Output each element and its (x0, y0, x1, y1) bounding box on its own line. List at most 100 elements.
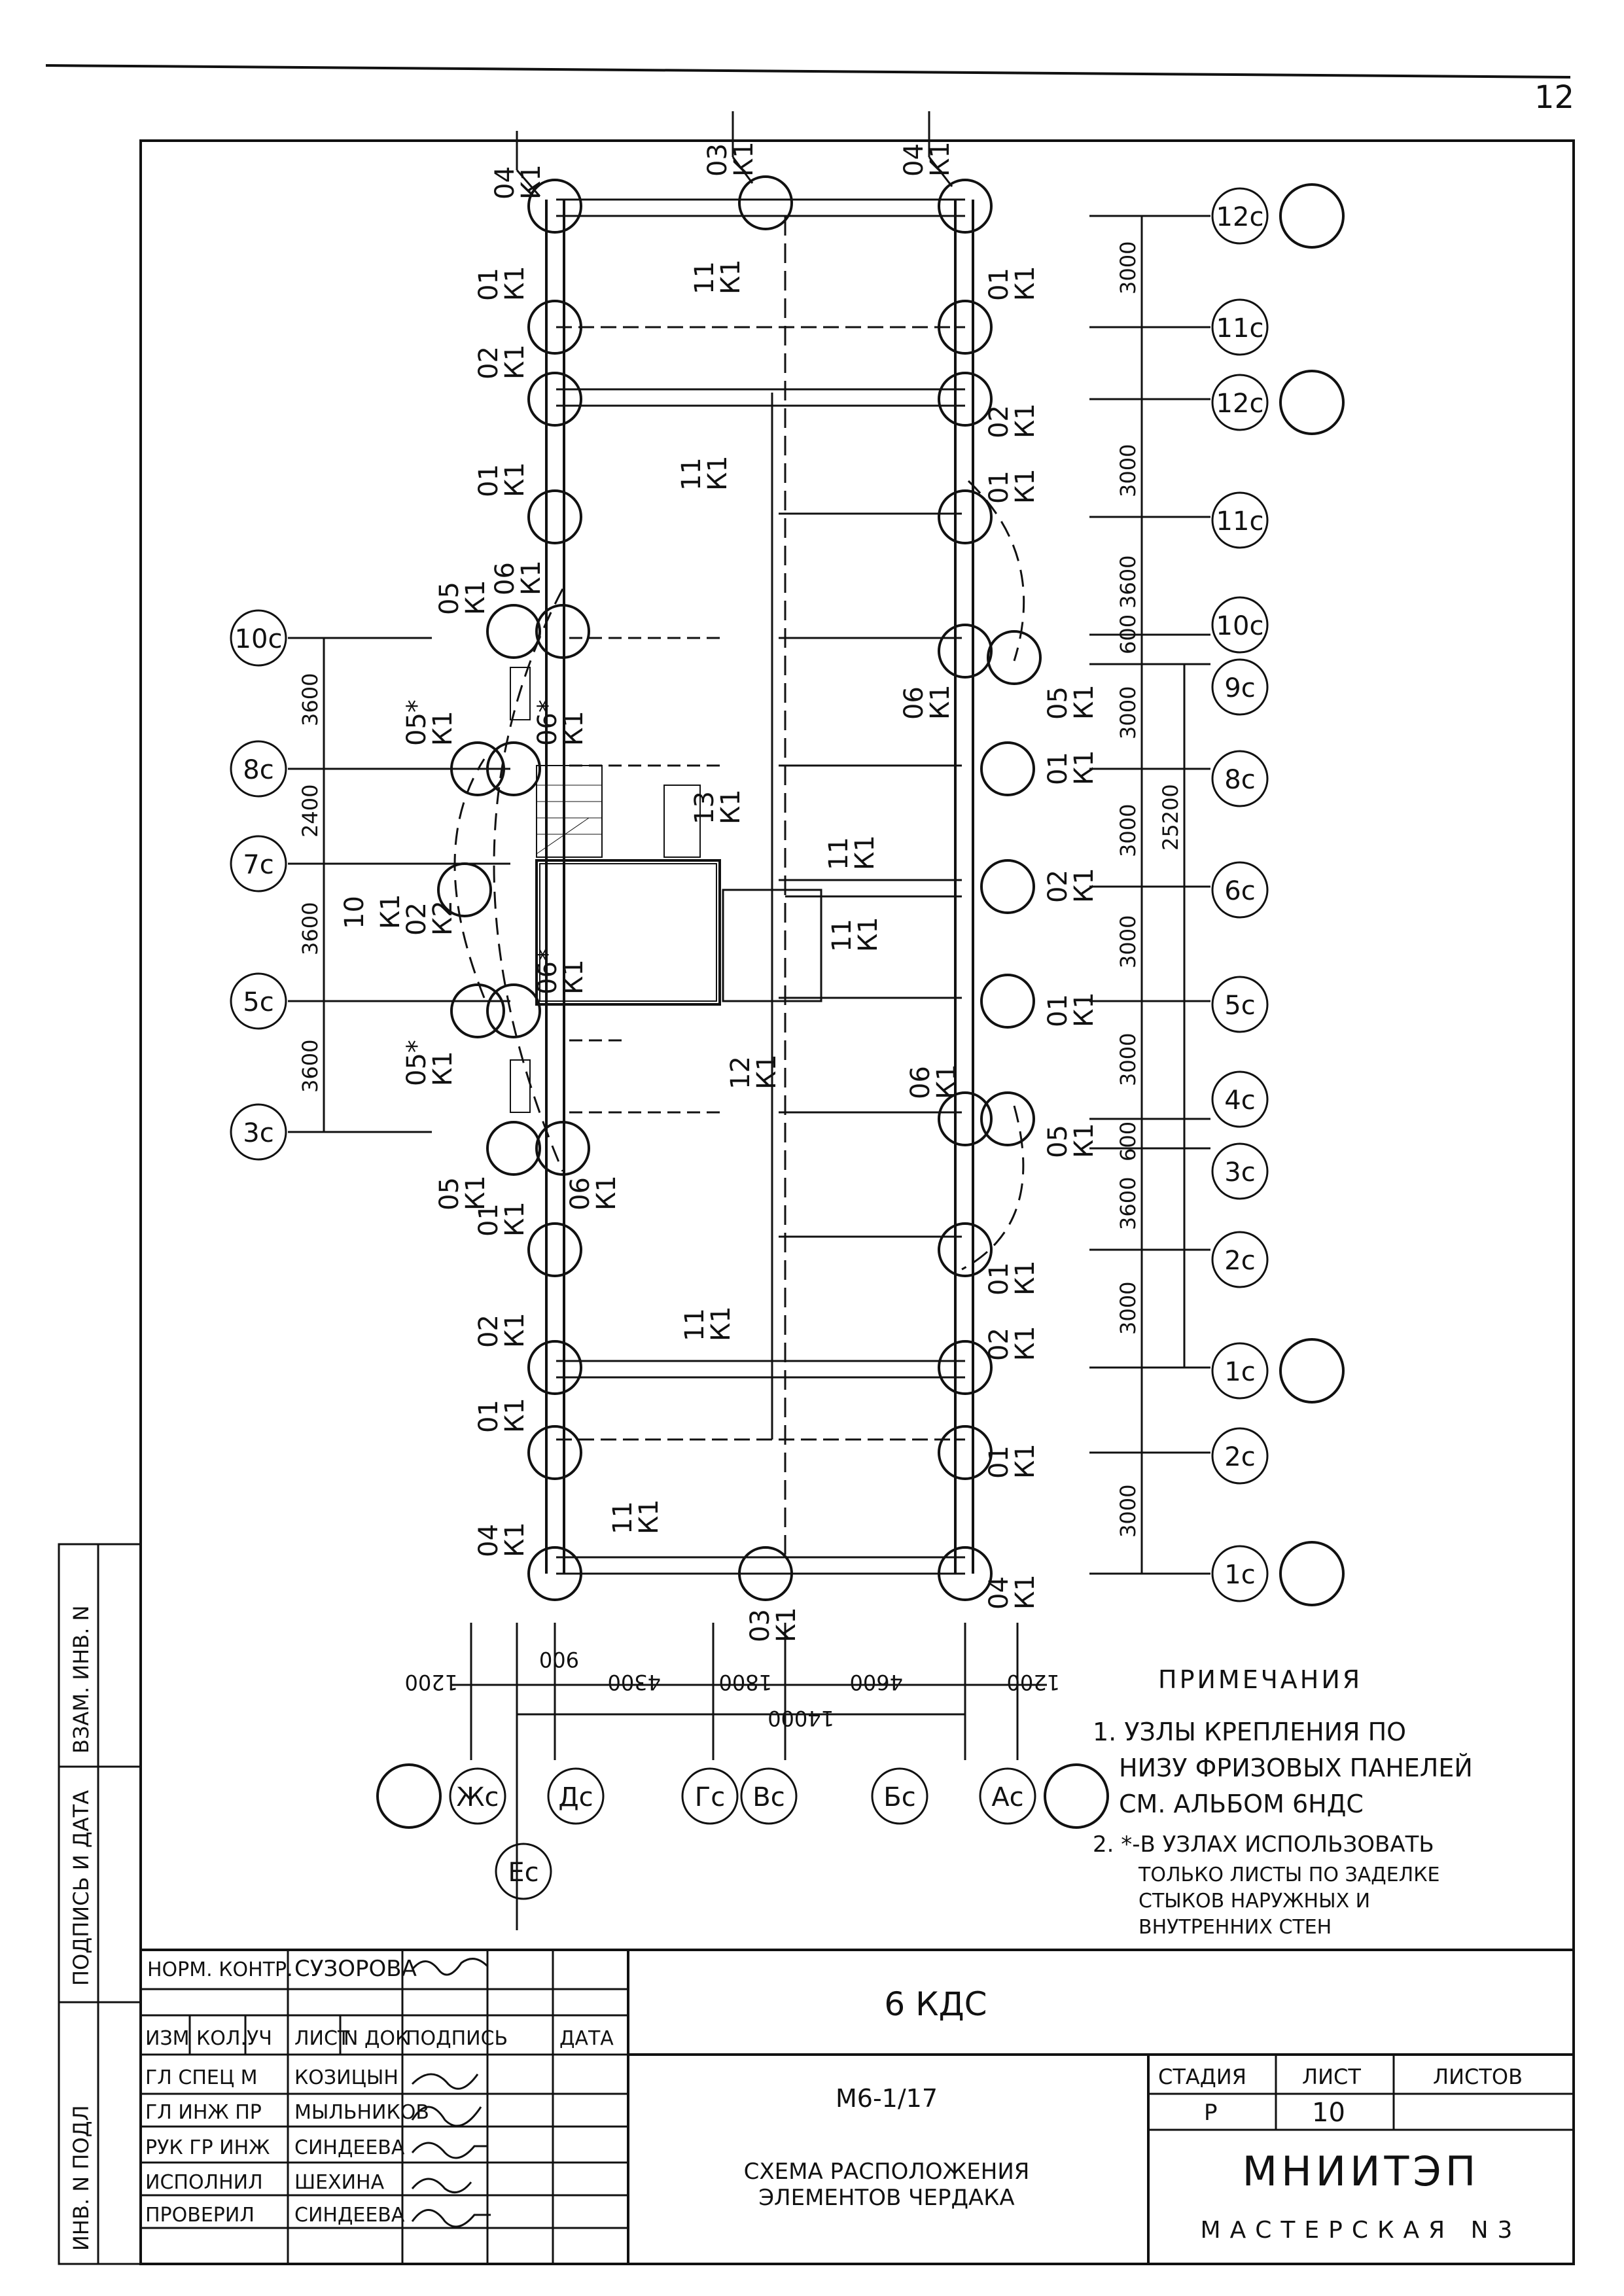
tag-k1-r: К1 (716, 789, 746, 824)
svg-text:9с: 9с (1224, 673, 1255, 703)
col-data: ДАТА (559, 2027, 614, 2050)
note-line-5: ТОЛЬКО ЛИСТЫ ПО ЗАДЕЛКЕ (1138, 1863, 1439, 1886)
tag-01-e: 01 (1043, 752, 1073, 785)
tag-01-f: 01 (1043, 994, 1073, 1027)
tag-06s-b: 06* (533, 948, 563, 995)
svg-text:600: 600 (1116, 1122, 1140, 1161)
project-name: 6 КДС (884, 1985, 987, 2023)
norm-kontr-name: СУЗОРОВА (294, 1956, 417, 1982)
svg-text:25200: 25200 (1158, 784, 1183, 851)
svg-text:2с: 2с (1224, 1442, 1255, 1472)
norm-kontr-label: НОРМ. КОНТР. (147, 1958, 293, 1981)
axis-bubble: 6с (1211, 861, 1269, 919)
tag-01-i: 01 (474, 1400, 504, 1433)
tag-05-a: 05 (434, 582, 465, 615)
tag-k1-m: К1 (516, 560, 546, 595)
tag-k1-w: К1 (853, 917, 883, 952)
tag-06-d: 06 (565, 1177, 595, 1210)
tag-k1-i: К1 (703, 455, 733, 491)
node-tags (516, 111, 953, 197)
svg-text:1с: 1с (1224, 1560, 1255, 1590)
tag-k1-ae: К1 (591, 1175, 622, 1210)
svg-text:Жс: Жс (456, 1782, 499, 1812)
note-line-2: НИЗУ ФРИЗОВЫХ ПАНЕЛЕЙ (1119, 1754, 1473, 1782)
tag-k1-e: К1 (716, 259, 746, 294)
axis-bubble: 8с (1211, 750, 1269, 807)
tag-k1-j: К1 (500, 462, 530, 497)
svg-text:7с: 7с (243, 850, 274, 880)
tag-01-g: 01 (474, 1203, 504, 1237)
svg-text:3600: 3600 (1116, 1177, 1140, 1230)
tag-k1-ad: К1 (461, 1175, 491, 1210)
tag-13: 13 (690, 791, 720, 824)
axis-bubble: Ес (495, 1843, 552, 1900)
tag-k1-k: К1 (1010, 468, 1040, 504)
notes: ПРИМЕЧАНИЯ 1. УЗЛЫ КРЕПЛЕНИЯ ПО НИЗУ ФРИ… (1093, 1665, 1473, 1939)
tag-06-a: 06 (490, 562, 520, 595)
tag-k1-n: К1 (428, 711, 458, 746)
svg-text:900: 900 (539, 1647, 579, 1672)
node-circles (437, 175, 1042, 1601)
svg-text:3600: 3600 (298, 1040, 323, 1093)
tag-k1-a: К1 (516, 164, 546, 200)
tag-k1-aa: К1 (752, 1054, 782, 1089)
axis-bubble: 11с (1211, 298, 1269, 356)
svg-text:11с: 11с (1216, 313, 1264, 344)
role-2: ГЛ ИНЖ ПР (145, 2101, 262, 2124)
tag-06-c: 06 (906, 1066, 936, 1099)
svg-text:14000: 14000 (768, 1706, 834, 1731)
tag-01-b: 01 (984, 268, 1014, 301)
tag-05s-a: 05* (402, 699, 432, 746)
svg-text:12с: 12с (1216, 389, 1264, 419)
col-ndok: N ДОК (344, 2027, 409, 2050)
bottom-axis-bubbles: Жс Ес Дс Гс Вс Бс Ас (376, 1763, 1109, 1900)
axis-bubble: 2с (1211, 1427, 1269, 1485)
title-block (139, 1949, 1575, 2265)
axis-bubble: Гс (681, 1767, 739, 1825)
signature-marks (411, 1958, 491, 2228)
workshop-name: МАСТЕРСКАЯ N3 (1201, 2217, 1522, 2244)
tag-k1-c: К1 (925, 141, 955, 177)
axis-bubble: 9с (1211, 658, 1269, 716)
axis-bubble: Бс (871, 1767, 928, 1825)
tag-k1-o: К1 (559, 711, 589, 746)
svg-text:Гс: Гс (695, 1782, 725, 1812)
sheet-number: 12 (1534, 79, 1574, 116)
col-list: ЛИСТ (294, 2027, 350, 2050)
tag-01-j: 01 (984, 1445, 1014, 1479)
tag-05s-b: 05* (402, 1040, 432, 1086)
svg-text:4300: 4300 (608, 1670, 661, 1695)
axis-bubble: 3с (1211, 1142, 1269, 1200)
right-dimensions: 3000 3000 3600 600 3000 3000 3000 3000 6… (1116, 241, 1183, 1538)
svg-text:Ес: Ес (508, 1858, 538, 1888)
svg-text:2с: 2с (1224, 1246, 1255, 1276)
axis-bubble: 10с (1211, 596, 1269, 654)
tag-k1-u: К1 (1069, 868, 1099, 903)
tag-11-f: 11 (608, 1501, 638, 1534)
tag-k1-an: К1 (634, 1499, 664, 1534)
svg-text:3000: 3000 (1116, 686, 1140, 739)
left-axis-bubbles: 10с 8с 7с 5с 3с (230, 609, 287, 1161)
tag-02-b: 02 (984, 405, 1014, 438)
stamp-podpis-data: ПОДПИСЬ И ДАТА (69, 1790, 94, 1986)
tag-k1-v: К1 (376, 894, 406, 929)
tag-03-b: 03 (745, 1609, 775, 1642)
svg-text:11с: 11с (1216, 506, 1264, 537)
tag-04-c: 04 (474, 1524, 504, 1557)
tag-02-a: 02 (474, 346, 504, 380)
tag-k1-am: К1 (500, 1522, 530, 1557)
tag-05-b: 05 (1043, 686, 1073, 720)
tag-01-c: 01 (474, 464, 504, 497)
tag-k1-ak: К1 (500, 1398, 530, 1433)
tag-k1-af: К1 (500, 1201, 530, 1237)
axis-bubble: Вс (740, 1767, 798, 1825)
svg-text:10с: 10с (235, 624, 283, 654)
sheet-value: 10 (1312, 2098, 1345, 2128)
sheets-label: ЛИСТОВ (1433, 2064, 1523, 2089)
role-3: РУК ГР ИНЖ (145, 2136, 270, 2159)
axis-bubble: 1с (1211, 1338, 1345, 1404)
tag-04-b: 04 (899, 143, 929, 177)
tag-11-a: 11 (690, 261, 720, 294)
tag-02-f: 02 (984, 1328, 1014, 1361)
role-5: ПРОВЕРИЛ (145, 2204, 255, 2227)
